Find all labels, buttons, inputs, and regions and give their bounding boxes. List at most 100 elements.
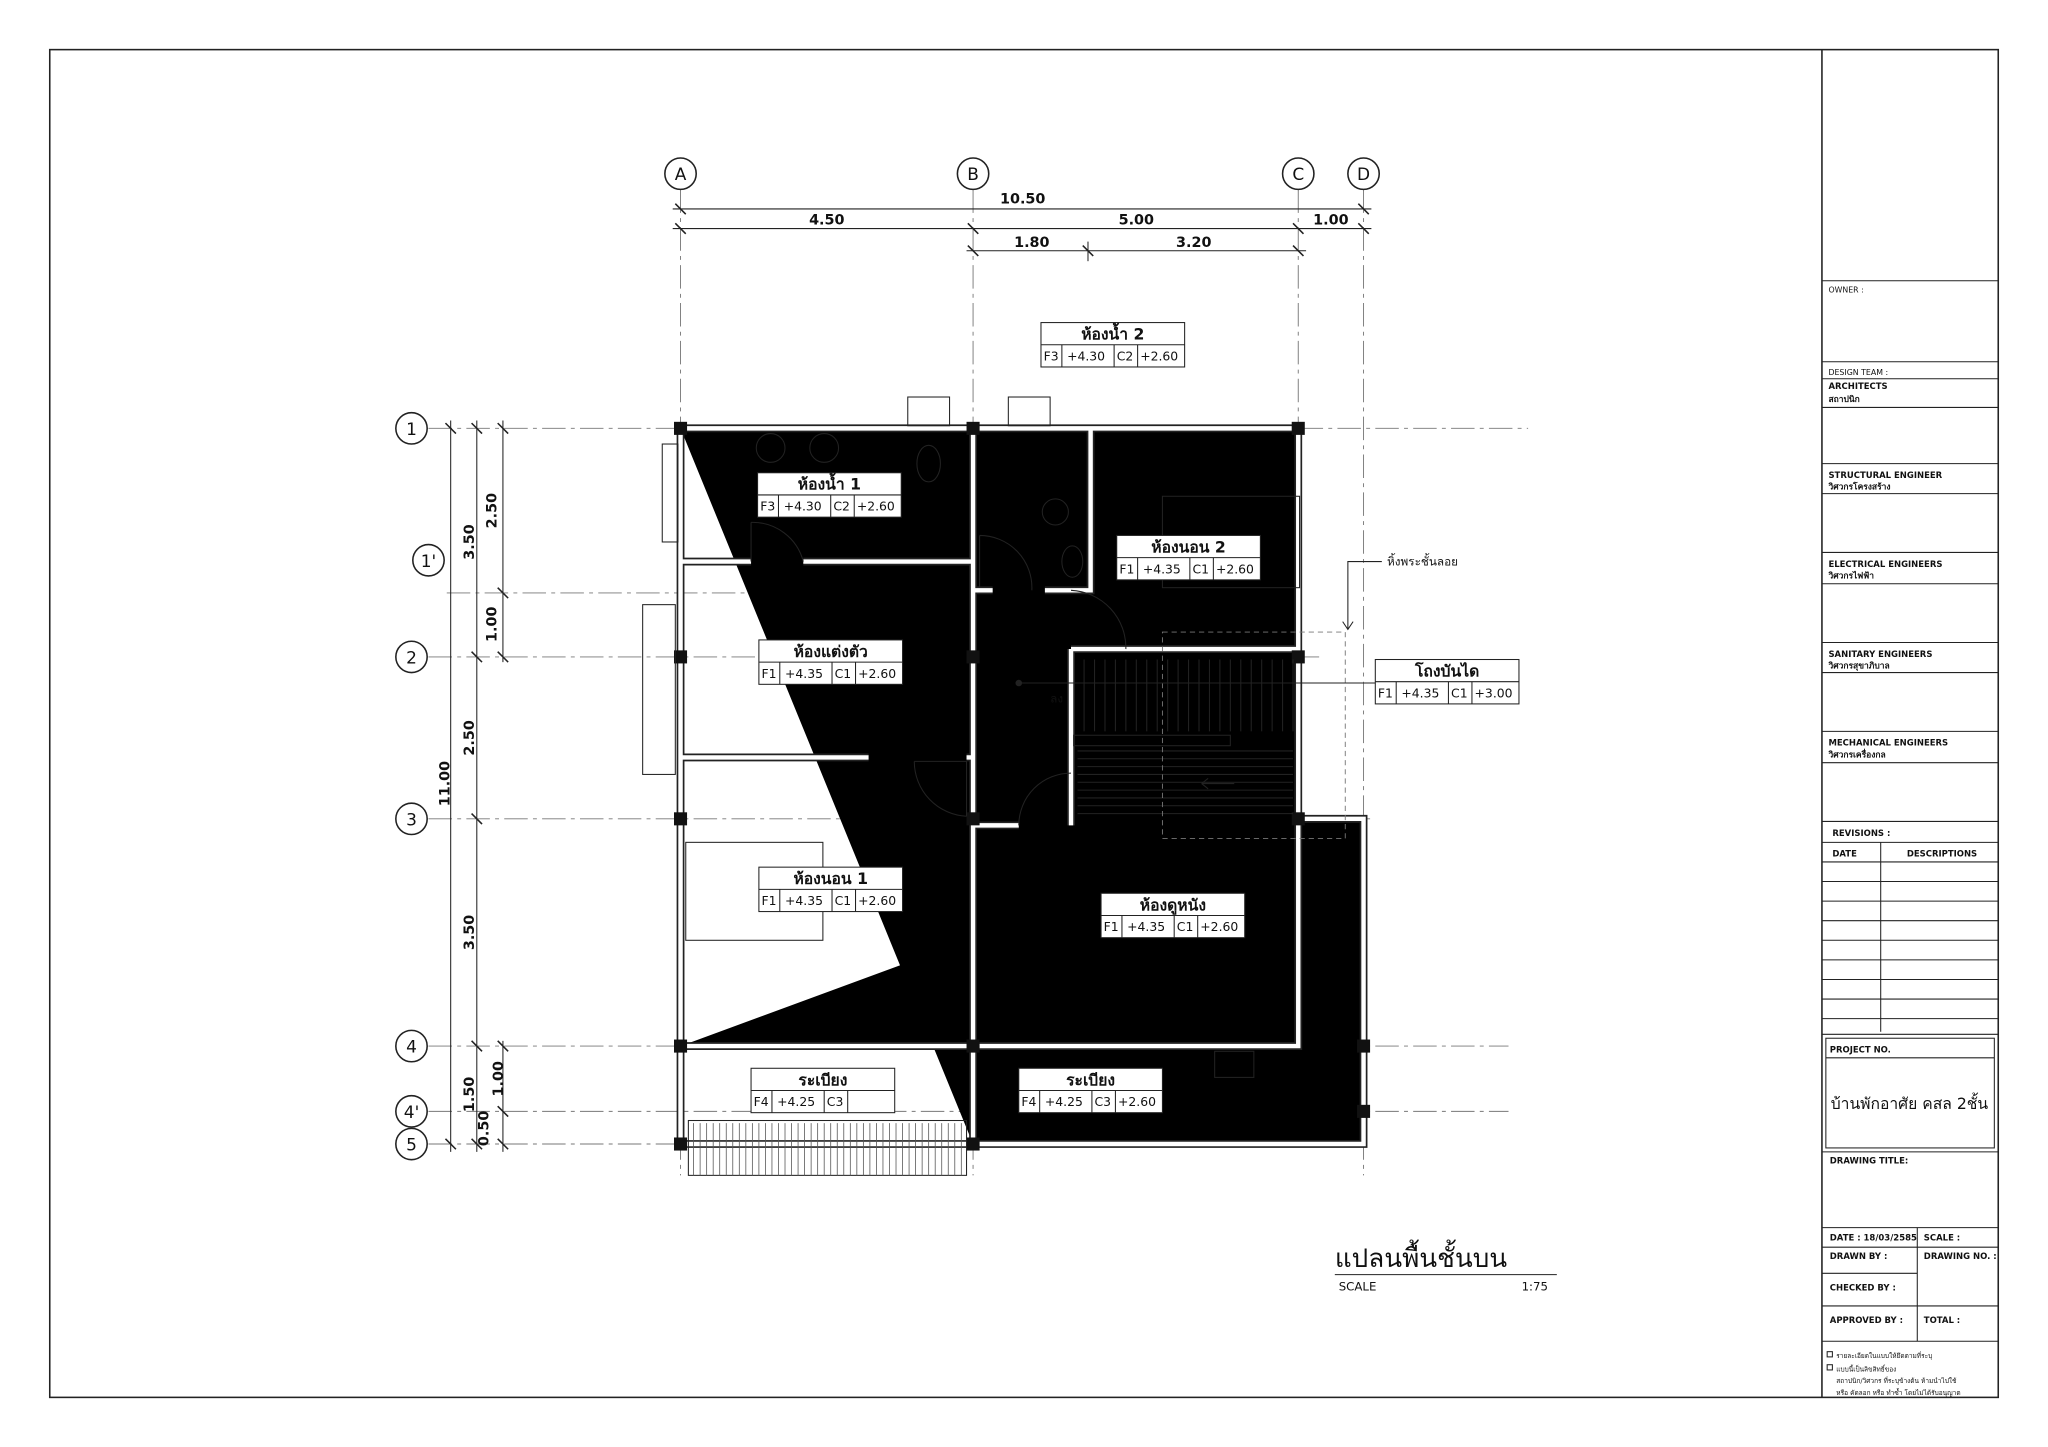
room-ceiling: C2 [1117,348,1134,363]
doors [750,521,1127,826]
grid-bubble-D: D [1347,157,1381,191]
svg-text:บ้านพักอาศัย คสล 2ชั้น: บ้านพักอาศัย คสล 2ชั้น [1831,1092,1989,1113]
room-ceiling-level: +2.60 [858,893,896,908]
structural-column [1291,812,1305,826]
grid-bubble-1p: 1' [412,543,445,577]
structural-column [966,1137,980,1151]
room-ceiling: C2 [833,499,850,514]
svg-text:4.50: 4.50 [809,213,844,229]
svg-text:1.00: 1.00 [484,607,500,642]
room-ceiling: C3 [1095,1094,1112,1109]
room-name: ห้องนอน 2 [1151,537,1226,556]
top-dimensions: 10.50 4.50 5.00 1.00 1.80 3.20 [672,192,1372,262]
grid-bubble-B: B [956,157,990,191]
drawing-title: แปลนพื้นชั้นบน SCALE 1:75 [1334,1239,1557,1293]
svg-text:3.50: 3.50 [462,915,478,950]
structural-column [966,812,980,826]
svg-text:D: D [1357,165,1370,185]
svg-text:สถาปนิก: สถาปนิก [1828,394,1859,404]
svg-text:หรือ คัดลอก หรือ ทำซ้ำ โดยไม่ไ: หรือ คัดลอก หรือ ทำซ้ำ โดยไม่ได้รับอนุญา… [1836,1388,1960,1397]
svg-text:SCALE: SCALE [1339,1279,1377,1293]
shrine-annotation: หิ้งพระชั้นลอย [1342,552,1458,631]
svg-text:4': 4' [404,1103,419,1123]
grid-bubble-4p: 4' [395,1094,428,1128]
structural-column [966,650,980,664]
room-floor-level: +4.25 [1045,1094,1083,1109]
room-name: ห้องน้ำ 1 [798,473,861,494]
structural-column [674,421,688,435]
room-ceiling: C1 [1451,685,1468,700]
svg-text:11.00: 11.00 [437,761,453,806]
room-floor: F1 [762,893,777,908]
svg-text:1: 1 [406,420,417,440]
room-floor-level: +4.35 [785,893,823,908]
room-floor: F3 [760,499,775,514]
sink-icon [755,433,786,463]
sheet-border [48,48,2000,1399]
svg-text:10.50: 10.50 [1000,192,1045,208]
svg-text:SANITARY ENGINEERS: SANITARY ENGINEERS [1828,649,1932,659]
svg-text:DATE : 18/03/2585: DATE : 18/03/2585 [1830,1233,1917,1243]
room-floor: F1 [1378,685,1393,700]
room-ceiling: C1 [1192,561,1209,576]
staircase [1073,631,1346,839]
toilet-icon [1041,498,1069,526]
structural-column [1357,1039,1371,1053]
structural-column [674,1039,688,1053]
toilet-icon [916,444,941,483]
walls [681,428,1364,1144]
room-floor: F1 [762,666,777,681]
room-floor-level: +4.25 [777,1094,815,1109]
grid-bubble-5: 5 [395,1127,428,1161]
svg-text:1': 1' [421,552,436,572]
svg-text:APPROVED BY :: APPROVED BY : [1830,1315,1903,1325]
room-ceiling-level: +2.60 [1216,561,1254,576]
room-floor-level: +4.35 [1127,919,1165,934]
room-ceiling-level: +2.60 [1140,348,1178,363]
room-ceiling: C1 [1177,919,1194,934]
structural-column [1291,421,1305,435]
room-floor-level: +4.30 [784,499,822,514]
room-floor-level: +4.30 [1067,348,1105,363]
svg-text:1.00: 1.00 [1313,213,1348,229]
svg-text:DESIGN TEAM :: DESIGN TEAM : [1828,368,1888,377]
structural-column [1357,1104,1371,1118]
room-floor: F4 [1021,1094,1036,1109]
grid-bubble-C: C [1281,157,1315,191]
svg-text:ARCHITECTS: ARCHITECTS [1828,381,1887,391]
room-name: ห้องนอน 1 [793,869,868,888]
svg-text:แบบนี้เป็นลิขสิทธิ์ของ: แบบนี้เป็นลิขสิทธิ์ของ [1836,1364,1896,1373]
svg-text:DESCRIPTIONS: DESCRIPTIONS [1907,849,1977,859]
svg-text:DATE: DATE [1832,849,1857,859]
svg-text:2.50: 2.50 [462,720,478,755]
sink-icon [809,433,840,463]
window-ac-icon [1214,1050,1255,1078]
svg-text:CHECKED BY :: CHECKED BY : [1830,1282,1896,1292]
svg-text:1.80: 1.80 [1014,235,1049,251]
room-name: ห้องน้ำ 2 [1081,323,1144,344]
room-ceiling-level: +2.60 [1118,1094,1156,1109]
svg-text:REVISIONS :: REVISIONS : [1832,828,1890,838]
svg-text:4: 4 [406,1038,417,1058]
sink-icon [1061,545,1084,578]
grid-bubble-3: 3 [395,802,428,836]
room-floor-level: +4.35 [785,666,823,681]
title-block: OWNER : DESIGN TEAM : ARCHITECTS สถาปนิก… [1821,49,1999,1398]
svg-text:SCALE :: SCALE : [1924,1233,1960,1243]
svg-text:1.50: 1.50 [462,1077,478,1112]
svg-text:DRAWING TITLE:: DRAWING TITLE: [1830,1156,1908,1166]
svg-text:วิศวกรสุขาภิบาล: วิศวกรสุขาภิบาล [1828,661,1889,672]
structural-column [674,812,688,826]
room-ceiling-level: +2.60 [858,666,896,681]
room-name: ห้องแต่งตัว [794,642,868,661]
room-floor-level: +4.35 [1143,561,1181,576]
window-ac-icon [1007,396,1051,427]
room-ceiling-level: +3.00 [1475,685,1513,700]
